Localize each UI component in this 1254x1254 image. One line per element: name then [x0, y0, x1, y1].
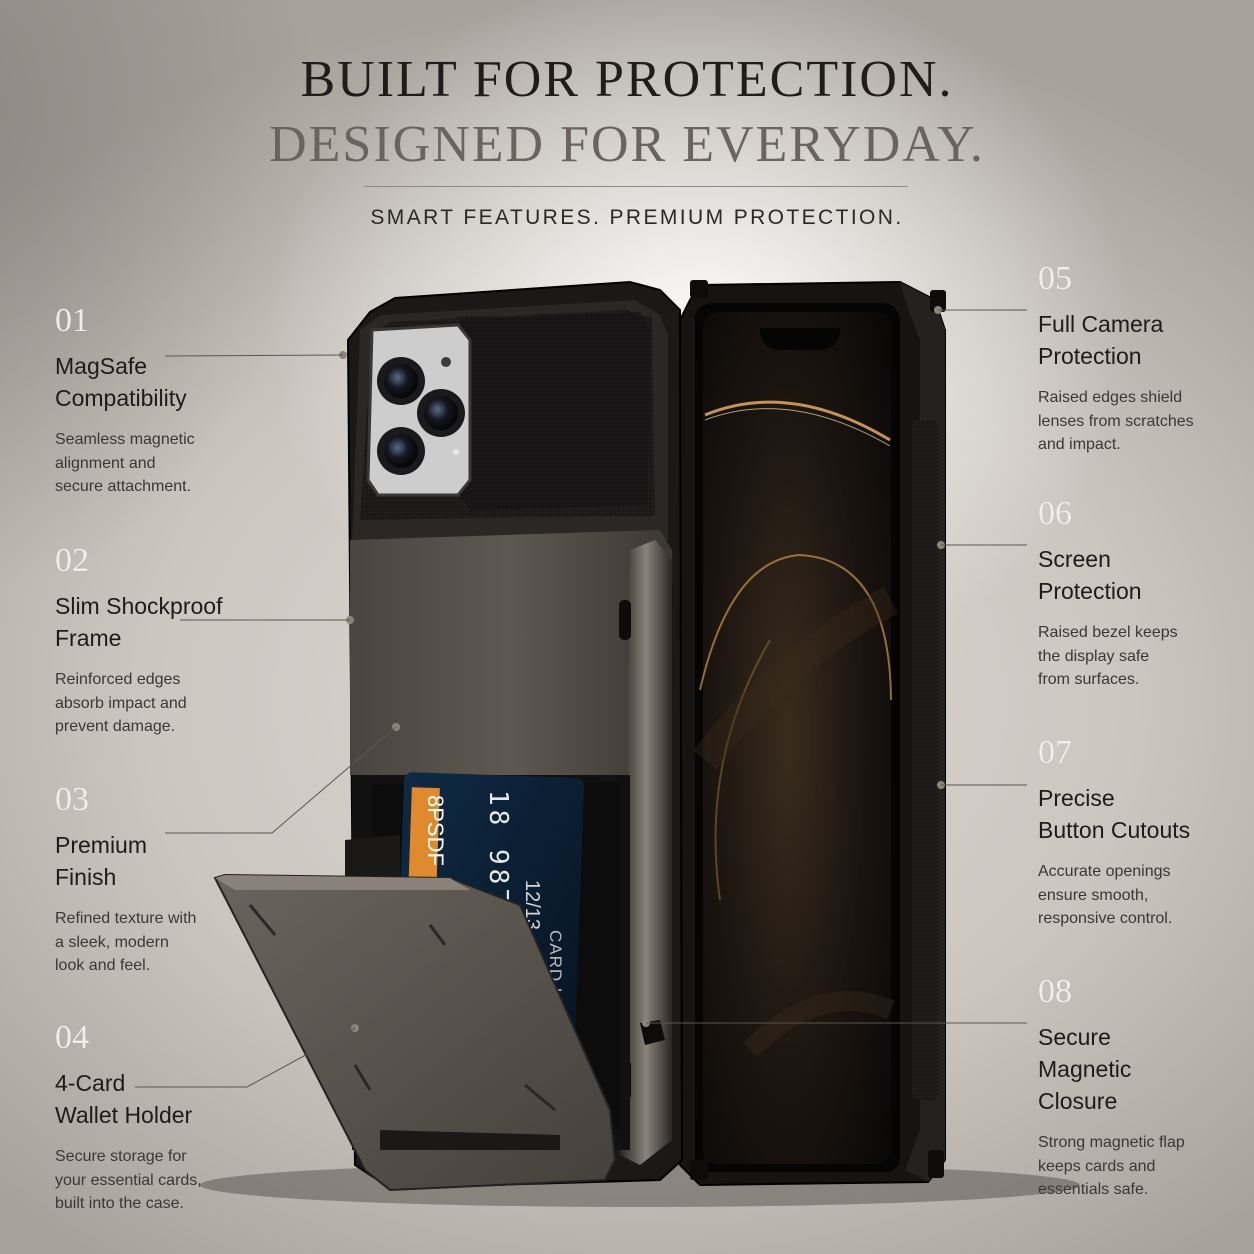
feature-number: 06: [1038, 495, 1072, 532]
feature-shockproof: 02 Slim Shockproof Frame Reinforced edge…: [55, 544, 285, 739]
feature-description: Raised edges shield lenses from scratche…: [1038, 389, 1194, 453]
feature-magsafe: 01 MagSafe Compatibility Seamless magnet…: [55, 304, 285, 499]
feature-screen: 06 Screen Protection Raised bezel keeps …: [1038, 497, 1243, 692]
background-shadow: [0, 0, 320, 600]
feature-title: Slim Shockproof Frame: [55, 593, 223, 651]
feature-number: 04: [55, 1019, 89, 1056]
feature-wallet: 04 4-Card Wallet Holder Secure storage f…: [55, 1021, 285, 1216]
card-brand: 8PSDF: [423, 795, 448, 866]
leader-line-03: [165, 726, 397, 834]
feature-description: Refined texture with a sleek, modern loo…: [55, 910, 197, 974]
feature-camera: 05 Full Camera Protection Raised edges s…: [1038, 262, 1243, 457]
feature-title: Screen Protection: [1038, 546, 1142, 604]
feature-description: Strong magnetic flap keeps cards and ess…: [1038, 1134, 1185, 1198]
feature-buttons: 07 Precise Button Cutouts Accurate openi…: [1038, 736, 1243, 931]
feature-title: Full Camera Protection: [1038, 311, 1164, 369]
feature-description: Reinforced edges absorb impact and preve…: [55, 671, 187, 735]
phone-back-case: 8PSDF 18 9876 54 12/13 CARD HOLDER: [213, 280, 684, 1192]
feature-description: Seamless magnetic alignment and secure a…: [55, 431, 195, 495]
feature-number: 01: [55, 302, 89, 339]
headline-line-2: DESIGNED FOR EVERYDAY.: [269, 116, 985, 173]
header-divider: [364, 186, 908, 187]
feature-number: 05: [1038, 260, 1072, 297]
leader-line-01: [164, 354, 344, 357]
phone-front: [679, 280, 946, 1187]
feature-number: 07: [1038, 734, 1072, 771]
leader-line-04: [135, 1027, 356, 1088]
feature-description: Secure storage for your essential cards,…: [55, 1148, 202, 1212]
feature-title: 4-Card Wallet Holder: [55, 1070, 193, 1128]
feature-title: Secure Magnetic Closure: [1038, 1024, 1132, 1114]
tagline: SMART FEATURES. PREMIUM PROTECTION.: [370, 206, 904, 229]
feature-number: 02: [55, 542, 89, 579]
feature-finish: 03 Premium Finish Refined texture with a…: [55, 783, 285, 978]
feature-title: Precise Button Cutouts: [1038, 785, 1191, 843]
feature-number: 03: [55, 781, 89, 818]
feature-number: 08: [1038, 973, 1072, 1010]
feature-closure: 08 Secure Magnetic Closure Strong magnet…: [1038, 975, 1243, 1202]
headline-line-1: BUILT FOR PROTECTION.: [300, 51, 954, 108]
feature-description: Raised bezel keeps the display safe from…: [1038, 624, 1178, 688]
feature-description: Accurate openings ensure smooth, respons…: [1038, 863, 1173, 927]
feature-title: MagSafe Compatibility: [55, 353, 187, 411]
feature-title: Premium Finish: [55, 832, 148, 890]
leader-lines: [135, 309, 1027, 1088]
